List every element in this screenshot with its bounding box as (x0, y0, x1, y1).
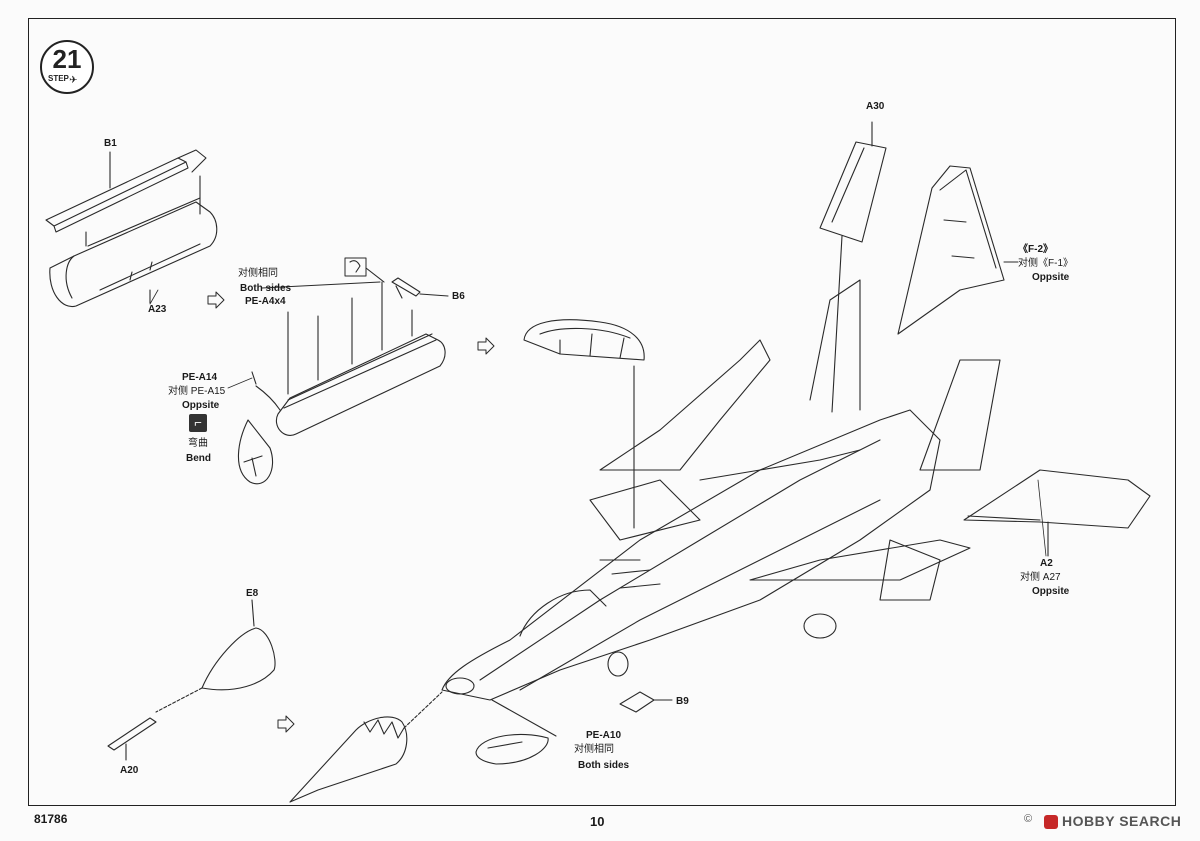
page-frame (28, 18, 1176, 806)
label-bend-en: Bend (186, 453, 211, 464)
label-both-sides-cn-1: 对侧相同 (238, 268, 278, 279)
part-a30 (819, 121, 887, 413)
part-stabilizer-a2 (963, 469, 1151, 557)
aircraft-icon: ✈ (69, 75, 78, 86)
hobby-search-logo-icon (1044, 815, 1058, 829)
bend-detail (237, 419, 274, 485)
part-a20-probe (107, 717, 157, 761)
part-b9 (619, 691, 673, 713)
part-radome (289, 691, 443, 803)
part-side-panel (251, 281, 446, 436)
label-f1-cn: 对侧《F-1》 (1018, 258, 1073, 269)
leader-lines (149, 289, 1047, 557)
label-pe-a15-cn: 对侧 PE-A15 (168, 386, 226, 397)
label-f2: 《F-2》 (1018, 244, 1053, 255)
kit-code: 81786 (34, 812, 68, 826)
step-badge: 21 STEP ✈ (40, 40, 94, 94)
step-number: 21 (52, 44, 82, 74)
bend-icon: ⌐ (189, 414, 207, 432)
page-number: 10 (590, 814, 605, 829)
label-pe-a10: PE-A10 (586, 730, 622, 741)
pe-a10-detail (475, 699, 557, 765)
label-b1: B1 (104, 138, 117, 149)
label-oppsite-1: Oppsite (182, 400, 220, 411)
part-tail-f2 (897, 165, 1019, 335)
step-word: STEP (48, 74, 69, 83)
label-a2: A2 (1040, 558, 1053, 569)
label-pe-a4x4: PE-A4x4 (245, 296, 286, 307)
copyright-mark: © (1024, 813, 1033, 825)
label-both-sides-cn-2: 对侧相同 (574, 744, 614, 755)
label-e8: E8 (246, 588, 259, 599)
label-a30: A30 (866, 101, 885, 112)
label-bend-cn: 弯曲 (188, 438, 208, 449)
part-b1 (45, 149, 207, 233)
label-b6: B6 (452, 291, 465, 302)
part-a23 (49, 175, 218, 308)
label-a20: A20 (120, 765, 139, 776)
watermark-text: HOBBY SEARCH (1062, 813, 1182, 829)
label-b9: B9 (676, 696, 689, 707)
label-pe-a14: PE-A14 (182, 372, 218, 383)
part-canopy (523, 319, 645, 529)
aircraft-fuselage (441, 279, 1001, 701)
label-a23: A23 (148, 304, 167, 315)
label-oppsite-2: Oppsite (1032, 272, 1070, 283)
hollow-arrow-icon (207, 291, 495, 733)
pe-a4-detail (344, 257, 385, 283)
label-both-sides-en-1: Both sides (240, 283, 292, 294)
part-e8-nose-cone (155, 599, 276, 713)
label-oppsite-3: Oppsite (1032, 586, 1070, 597)
label-both-sides-en-2: Both sides (578, 760, 630, 771)
part-b6 (391, 277, 449, 299)
label-a27-cn: 对侧 A27 (1020, 572, 1061, 583)
